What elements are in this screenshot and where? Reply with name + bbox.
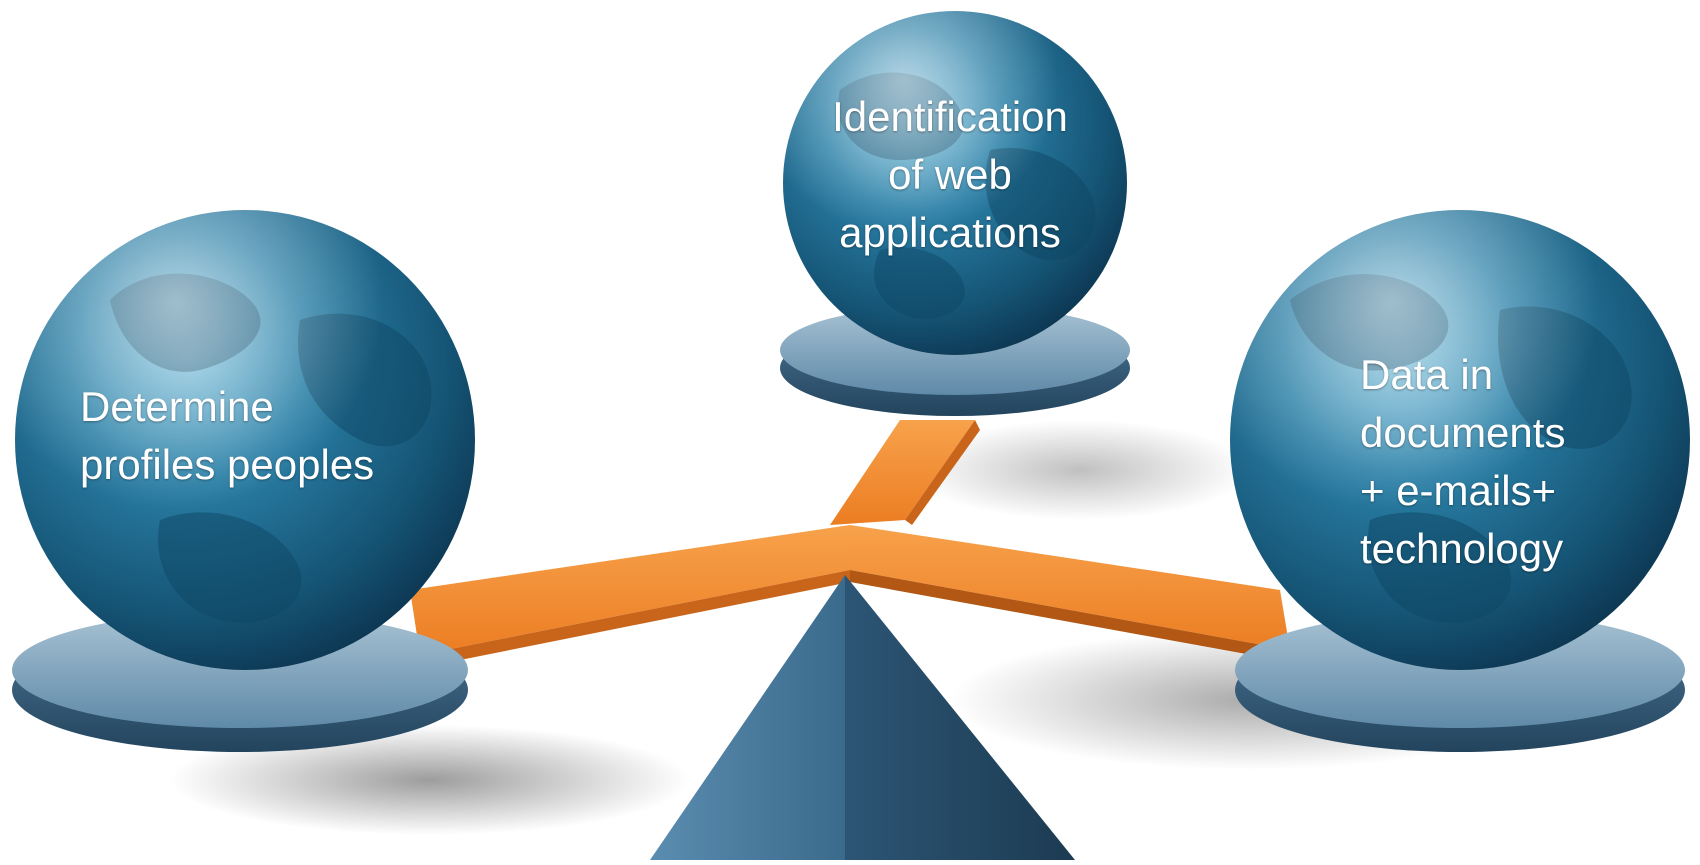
globe-label-line: of web: [888, 151, 1012, 198]
globe-label-left: Determine profiles peoples: [80, 378, 374, 494]
fulcrum-pyramid: [650, 575, 1075, 860]
globe-label-line: Determine: [80, 383, 274, 430]
top-globe-assembly: [780, 11, 1130, 416]
right-globe-assembly: [1230, 210, 1690, 752]
globe-label-line: documents: [1360, 409, 1566, 456]
left-globe-assembly: [12, 210, 475, 752]
globe-label-line: Data in: [1360, 351, 1494, 398]
globe-label-line: applications: [839, 209, 1061, 256]
globe-label-right: Data in documents + e-mails+ technology: [1360, 346, 1565, 578]
globe-label-line: Identification: [832, 93, 1068, 140]
balance-beam: [410, 420, 1290, 668]
globe-label-line: technology: [1360, 525, 1564, 572]
globe-label-line: profiles peoples: [80, 441, 375, 488]
globe-label-top: Identification of web applications: [790, 88, 1110, 262]
globe-label-line: + e-mails+: [1360, 467, 1557, 514]
